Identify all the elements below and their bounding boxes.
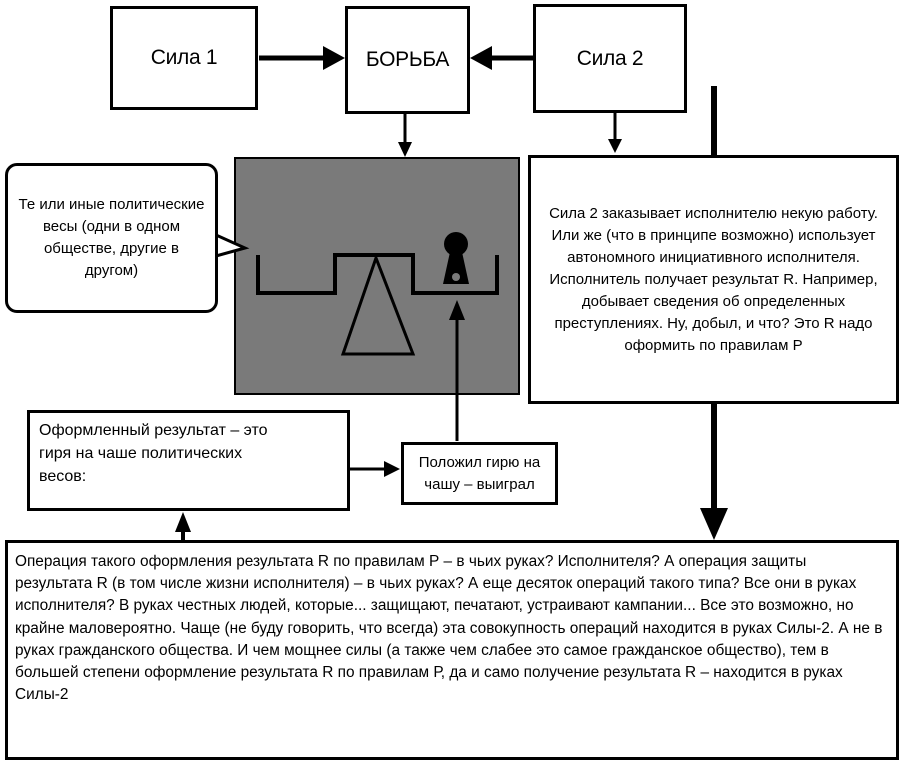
struggle-box: БОРЬБА: [345, 6, 470, 114]
scales-beam: [256, 253, 499, 295]
scales-fulcrum: [340, 253, 416, 356]
force2-label: Сила 2: [576, 46, 644, 70]
force2-description-box: Сила 2 заказывает исполнителю некую рабо…: [528, 155, 899, 404]
force2-description-text: Сила 2 заказывает исполнителю некую рабо…: [549, 204, 878, 354]
force2-box: Сила 2: [533, 4, 687, 113]
weight-box-text: Положил гирю на чашу – выиграл: [418, 453, 541, 493]
weight-box: Положил гирю на чашу – выиграл: [401, 442, 558, 505]
force1-label: Сила 1: [150, 46, 218, 69]
bottom-text-box: Операция такого оформления результата R …: [5, 540, 899, 760]
weight-on-pan-icon: [443, 232, 469, 284]
bottom-text: Операция такого оформления результата R …: [15, 553, 883, 704]
struggle-label: БОРЬБА: [365, 48, 450, 71]
scales-panel: [234, 157, 520, 395]
scales-callout-text: Те или иные политические весы (одни в од…: [18, 196, 205, 279]
force1-box: Сила 1: [110, 6, 258, 110]
result-box: Оформленный результат – это гиря на чаше…: [27, 410, 350, 511]
result-box-text: Оформленный результат – это гиря на чаше…: [39, 422, 268, 485]
scales-callout: Те или иные политические весы (одни в од…: [5, 163, 218, 313]
